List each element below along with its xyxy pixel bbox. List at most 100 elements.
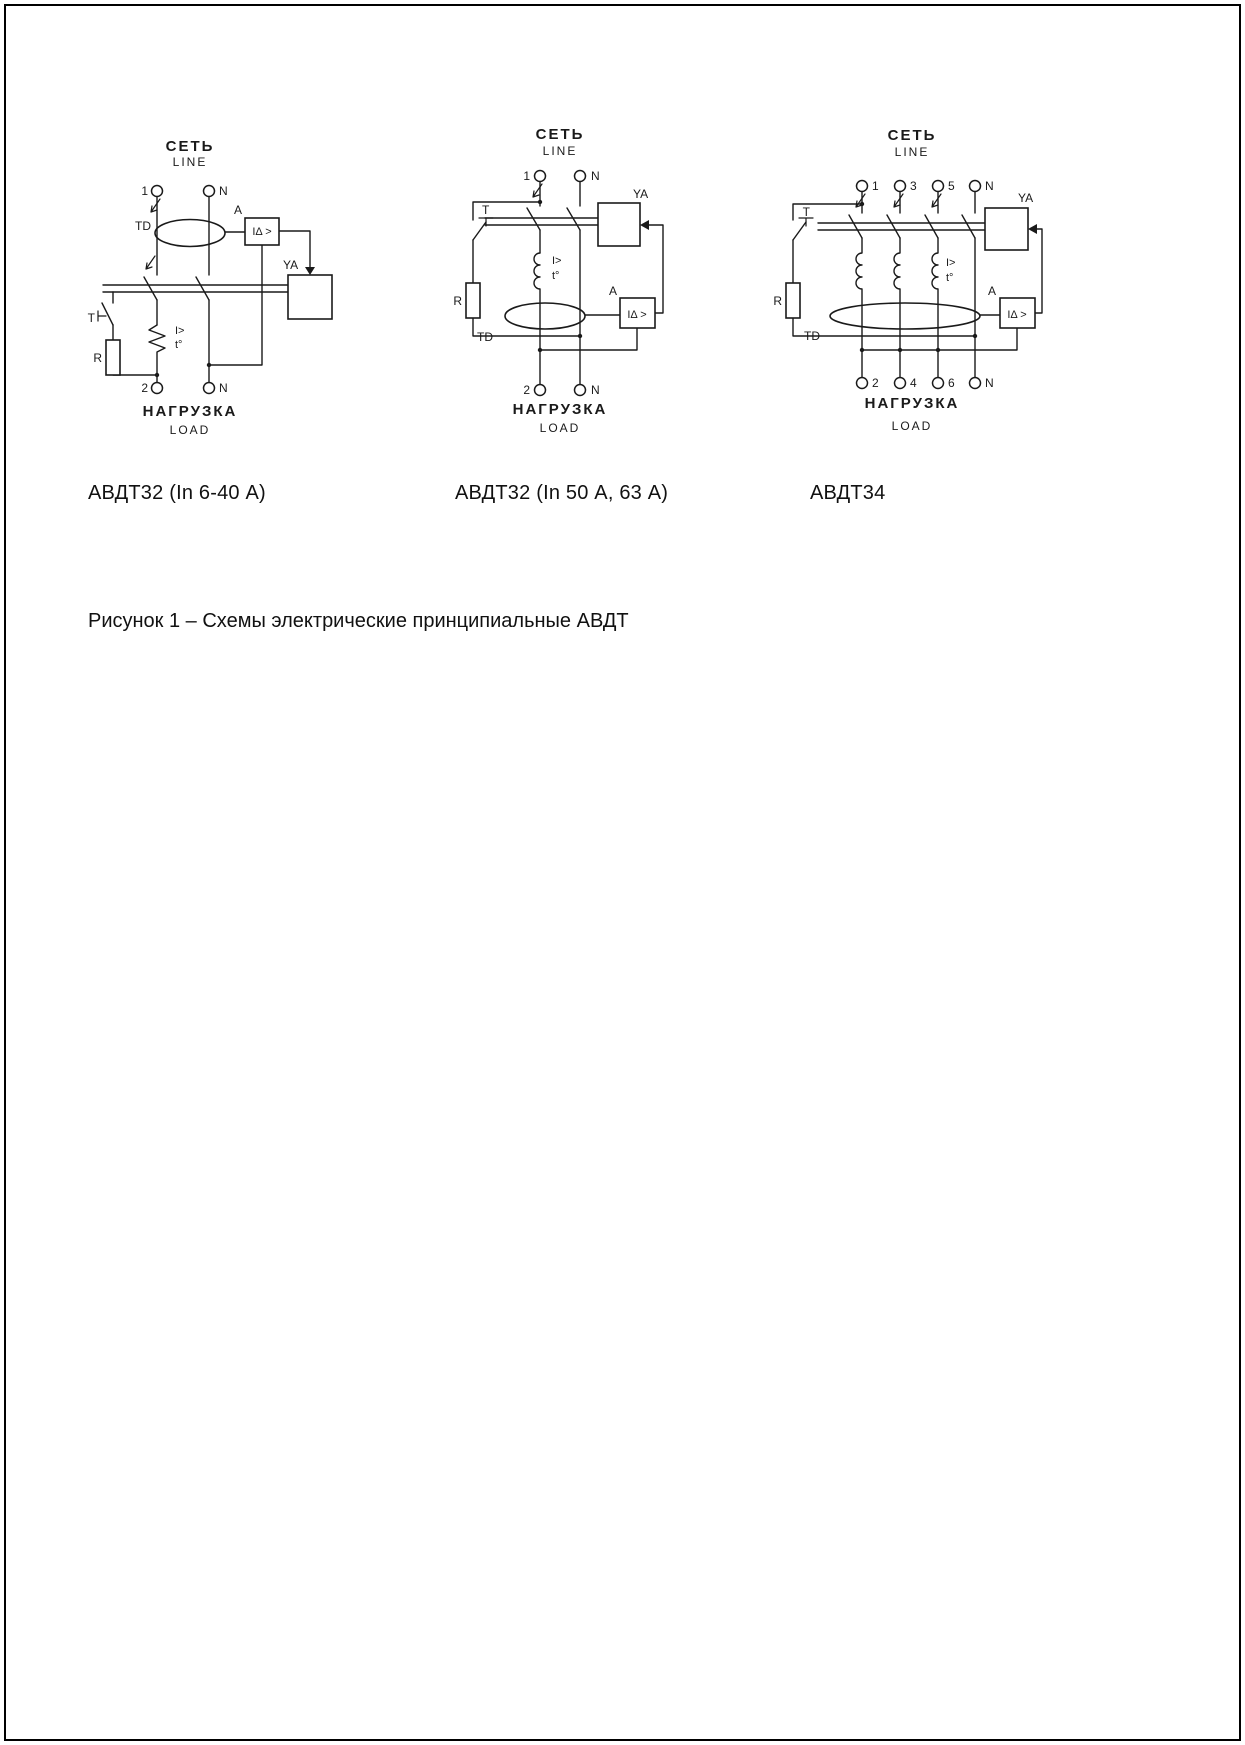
schematic-avdt34: СЕТЬ LINE 1 3 5 N T R TD YA A IΔ > I> t°… (773, 127, 1043, 433)
test-resistor (105, 339, 121, 376)
wire (1034, 228, 1043, 314)
diff-relay-block (999, 297, 1036, 329)
diff-relay-block (244, 217, 280, 246)
terminal-label: N (985, 179, 994, 193)
diff-threshold-label: IΔ > (627, 309, 646, 321)
terminal-label: N (591, 383, 600, 397)
terminal-label: N (591, 169, 600, 183)
trip-coil-label: YA (633, 187, 648, 201)
trip-coil-block (984, 207, 1029, 251)
thermal-release-zigzag (148, 324, 166, 384)
terminal-label: 1 (523, 169, 530, 183)
page-border (4, 4, 1241, 1741)
td-label: TD (477, 330, 493, 344)
junction-dot (859, 347, 865, 353)
contact-blade (848, 214, 863, 239)
test-button-label: T (88, 311, 96, 325)
terminal-1 (150, 184, 164, 198)
trip-flash-icon (931, 193, 942, 208)
thermal-label: t° (946, 272, 953, 284)
terminal-2 (533, 383, 547, 397)
terminal-label: N (219, 184, 228, 198)
wiring (792, 190, 1043, 379)
thermal-label: t° (175, 339, 182, 351)
wire (648, 224, 664, 314)
test-contact-blade (101, 302, 114, 326)
trip-flash-icon (893, 193, 904, 208)
terminal-1 (533, 169, 547, 183)
load-label-ru: НАГРУЗКА (143, 403, 238, 420)
terminal-label: 1 (141, 184, 148, 198)
test-resistor (785, 282, 801, 319)
amplifier-label: A (234, 203, 242, 217)
diagram3-caption: АВДТ34 (810, 482, 886, 504)
wire (278, 230, 311, 268)
wire (472, 201, 541, 221)
schematic-avdt32-50-63: СЕТЬ LINE 1 N T R TD YA A IΔ > I> t° 2 N… (453, 126, 664, 435)
terminal-n-top (573, 169, 587, 183)
terminal-label: 6 (948, 376, 955, 390)
diff-threshold-label: IΔ > (252, 226, 271, 238)
wire (861, 327, 1018, 351)
terminal-label: 4 (910, 376, 917, 390)
contact-blade (886, 214, 901, 239)
terminal-label: N (985, 376, 994, 390)
thermal-label: t° (552, 270, 559, 282)
amplifier-label: A (988, 284, 996, 298)
terminal-label: 1 (872, 179, 879, 193)
wire (792, 203, 863, 221)
trip-coil-label: YA (283, 258, 298, 272)
load-label-en: LOAD (892, 419, 933, 433)
net-label-ru: СЕТЬ (166, 138, 215, 155)
test-contact-blade (792, 221, 807, 241)
test-contact-blade (472, 221, 487, 241)
junction-dot (972, 333, 978, 339)
trip-flash-icon (145, 255, 156, 270)
trip-coil-label: YA (1018, 191, 1033, 205)
diff-threshold-label: IΔ > (1007, 309, 1026, 321)
trip-coil-block (597, 202, 641, 247)
junction-dot (859, 201, 865, 207)
net-label-en: LINE (543, 144, 578, 158)
terminal-label: N (219, 381, 228, 395)
load-label-ru: НАГРУЗКА (513, 401, 608, 418)
amplifier-label: A (609, 284, 617, 298)
test-actuator (798, 217, 814, 227)
terminal-label: 2 (523, 383, 530, 397)
terminal-2 (855, 376, 869, 390)
terminal-6 (931, 376, 945, 390)
contact-blade (195, 276, 210, 301)
overcurrent-label: I> (552, 255, 561, 267)
overcurrent-label: I> (946, 257, 955, 269)
wiring (97, 195, 315, 384)
resistor-label: R (453, 294, 462, 308)
terminal-n-top (968, 179, 982, 193)
test-button-label: T (482, 203, 490, 217)
terminal-label: 2 (141, 381, 148, 395)
junction-dot (537, 347, 543, 353)
test-resistor (465, 282, 481, 319)
differential-transformer (504, 302, 586, 330)
terminal-n-top (202, 184, 216, 198)
junction-dot (897, 347, 903, 353)
test-button-label: T (803, 205, 811, 219)
junction-dot (154, 372, 160, 378)
net-label-ru: СЕТЬ (888, 127, 937, 144)
terminal-3 (893, 179, 907, 193)
contact-blade (961, 214, 976, 239)
trip-flash-icon (532, 183, 543, 198)
resistor-label: R (773, 294, 782, 308)
differential-transformer (154, 218, 226, 248)
contact-blade (526, 207, 541, 231)
terminal-2 (150, 381, 164, 395)
terminal-n-bottom (968, 376, 982, 390)
contact-blade (924, 214, 939, 239)
net-label-ru: СЕТЬ (536, 126, 585, 143)
td-label: TD (804, 329, 820, 343)
net-label-en: LINE (895, 145, 930, 159)
arrowhead (305, 267, 315, 275)
resistor-label: R (93, 351, 102, 365)
junction-dot (577, 333, 583, 339)
junction-dot (935, 347, 941, 353)
load-label-en: LOAD (170, 423, 211, 437)
